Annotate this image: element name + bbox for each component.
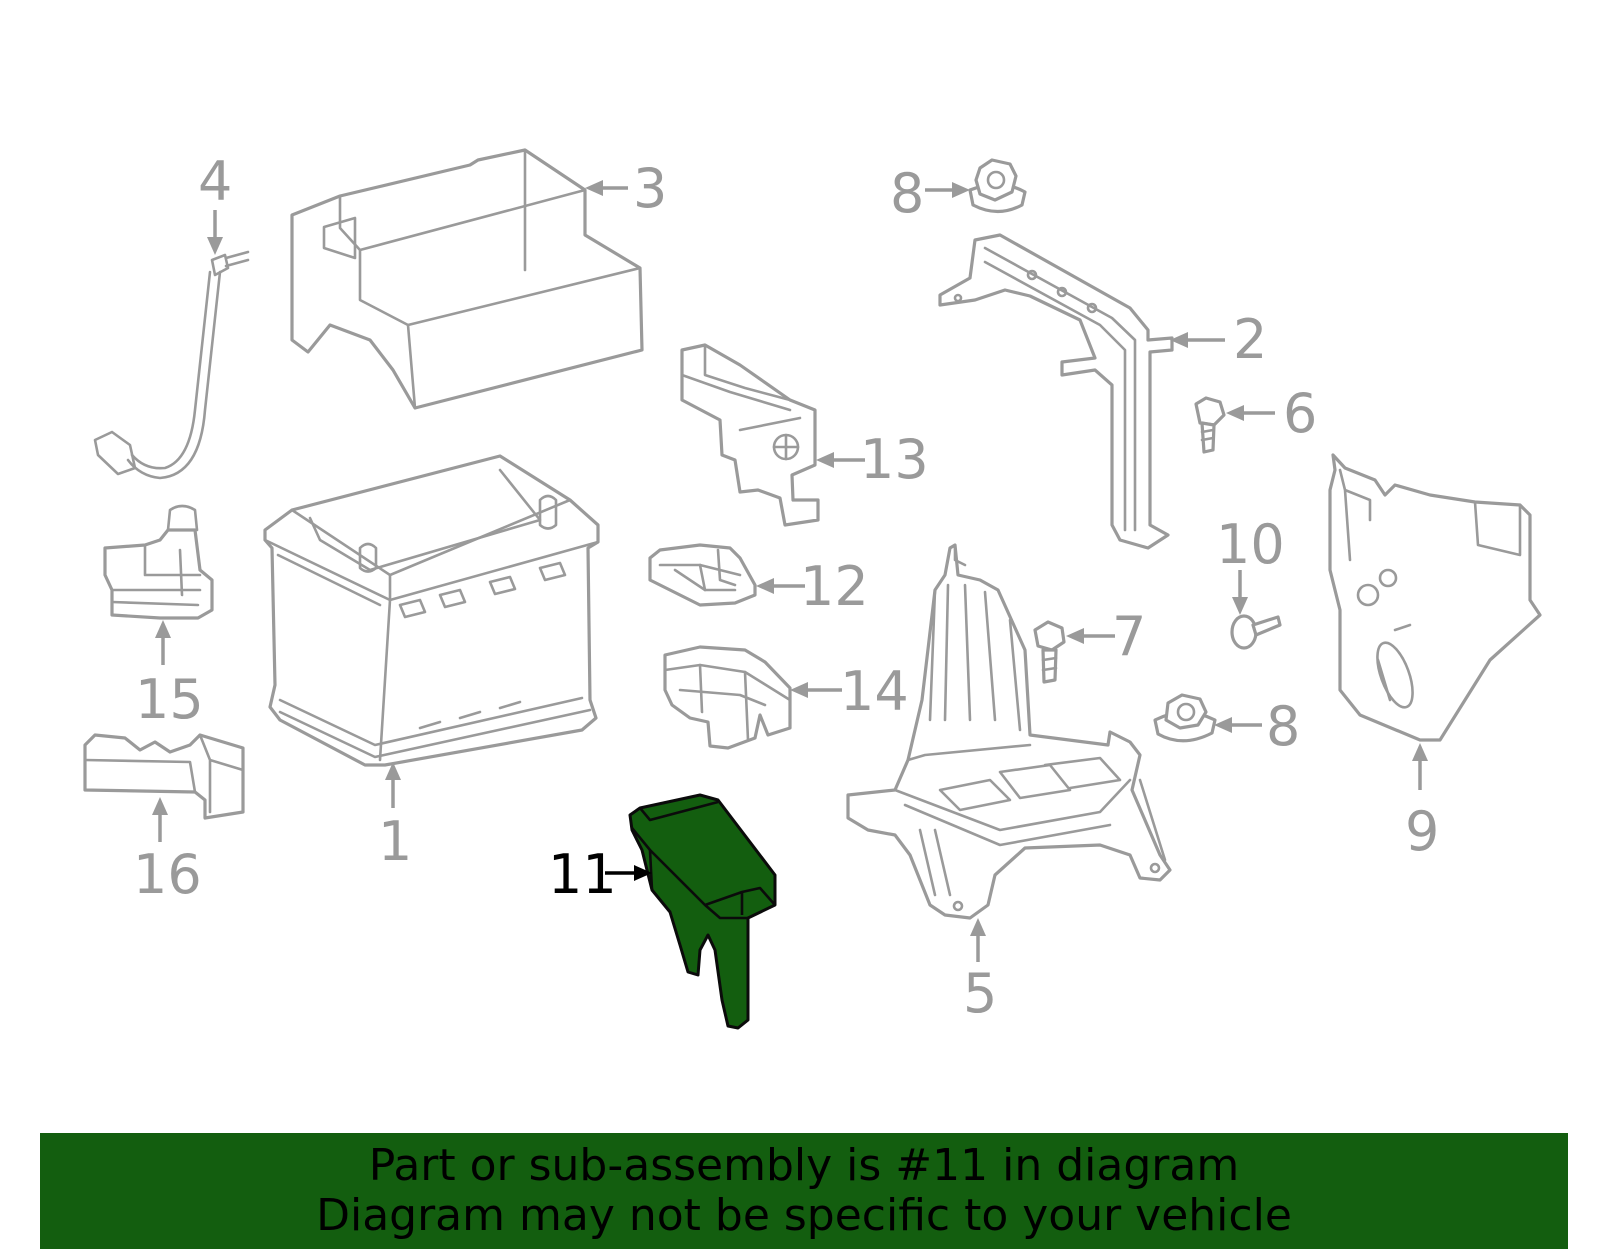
- callout-label-10: 10: [1216, 513, 1285, 576]
- callout-8-top: 8: [890, 162, 970, 225]
- callout-8-bottom: 8: [1214, 695, 1300, 758]
- callout-label-11: 11: [548, 843, 617, 906]
- part-5-tray[interactable]: [846, 543, 1172, 920]
- callout-label-8-top: 8: [890, 162, 924, 225]
- callout-7: 7: [1066, 605, 1146, 668]
- callout-12: 12: [756, 555, 869, 618]
- part-6-bolt[interactable]: [1194, 396, 1226, 454]
- callout-label-5: 5: [963, 962, 997, 1025]
- callout-label-7: 7: [1112, 605, 1146, 668]
- callout-6: 6: [1226, 382, 1317, 445]
- callout-13: 13: [816, 428, 929, 491]
- part-8-nut-bottom[interactable]: [1153, 693, 1217, 743]
- callout-16: 16: [133, 797, 202, 906]
- callout-10: 10: [1216, 513, 1285, 615]
- callout-15: 15: [135, 620, 204, 731]
- part-9-shield[interactable]: [1328, 453, 1542, 742]
- part-14-holder[interactable]: [663, 645, 792, 750]
- banner-line-1: Part or sub-assembly is #11 in diagram: [368, 1140, 1240, 1191]
- callout-label-12: 12: [800, 555, 869, 618]
- callout-4: 4: [198, 150, 232, 255]
- part-4-cable[interactable]: [93, 250, 250, 480]
- callout-label-8-bottom: 8: [1266, 695, 1300, 758]
- part-10-clip[interactable]: [1230, 614, 1282, 650]
- callout-label-15: 15: [135, 668, 204, 731]
- callout-9: 9: [1405, 743, 1439, 863]
- callout-label-4: 4: [198, 150, 232, 213]
- callout-label-9: 9: [1405, 800, 1439, 863]
- callout-5: 5: [963, 918, 997, 1025]
- callout-label-3: 3: [633, 157, 667, 220]
- part-12-clamp[interactable]: [648, 543, 757, 607]
- part-2-bracket[interactable]: [938, 233, 1174, 550]
- callout-label-14: 14: [840, 660, 909, 723]
- callout-14: 14: [790, 660, 909, 723]
- info-banner: Part or sub-assembly is #11 in diagram D…: [40, 1133, 1568, 1249]
- part-15-sensor[interactable]: [103, 504, 214, 620]
- callout-3: 3: [585, 157, 667, 220]
- callout-label-1: 1: [378, 810, 412, 873]
- part-3-battery-cover[interactable]: [290, 148, 644, 410]
- part-8-nut-top[interactable]: [968, 158, 1027, 214]
- callout-label-13: 13: [860, 428, 929, 491]
- part-1-battery[interactable]: [263, 454, 600, 767]
- part-11-highlighted[interactable]: [628, 793, 777, 1030]
- part-13-bracket[interactable]: [680, 343, 820, 527]
- part-7-bolt[interactable]: [1033, 620, 1066, 684]
- callout-label-16: 16: [133, 843, 202, 906]
- callout-label-2: 2: [1233, 308, 1267, 371]
- callout-2: 2: [1170, 308, 1267, 371]
- part-16-clip[interactable]: [83, 733, 245, 820]
- callout-label-6: 6: [1283, 382, 1317, 445]
- callout-1: 1: [378, 762, 412, 873]
- banner-line-2: Diagram may not be specific to your vehi…: [316, 1190, 1292, 1241]
- callout-11: 11: [548, 843, 652, 906]
